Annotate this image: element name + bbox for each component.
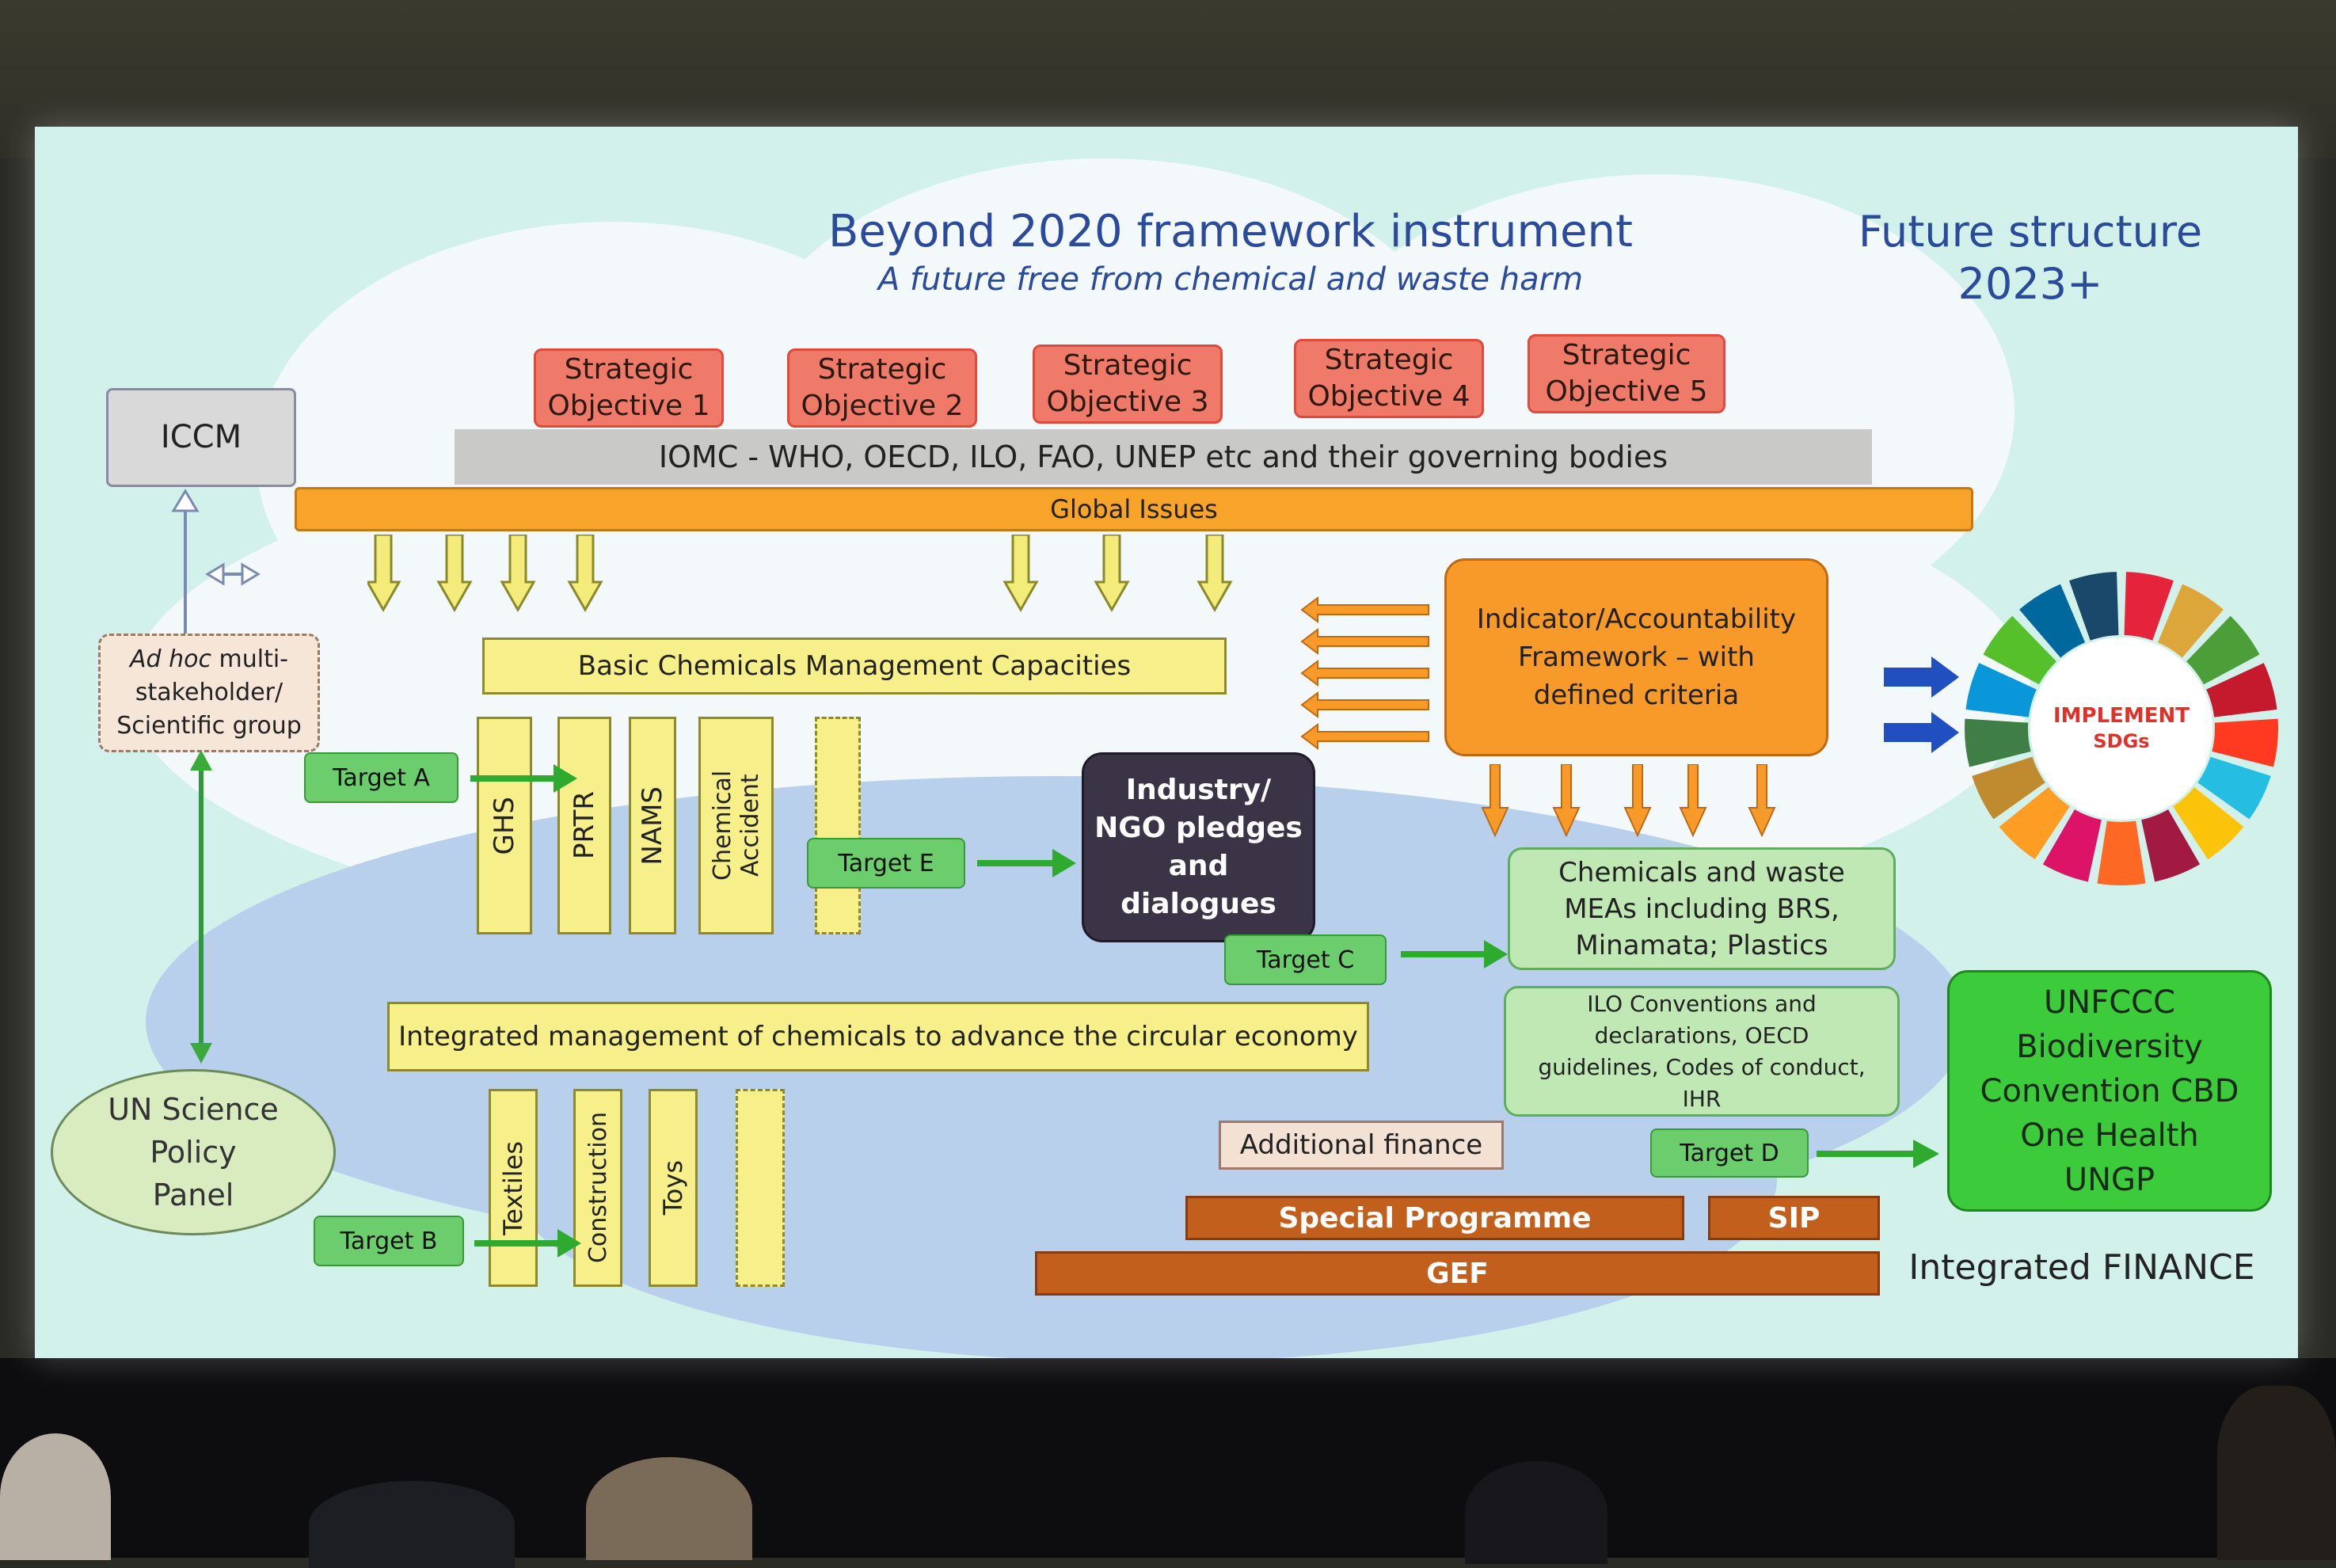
target-e: Target E xyxy=(807,838,965,889)
sdg-wheel-segment xyxy=(2157,584,2224,658)
target-c: Target C xyxy=(1224,934,1387,985)
target-c-arrow xyxy=(1401,940,1508,969)
pillar-placeholder xyxy=(736,1089,785,1287)
target-b-arrow xyxy=(474,1229,581,1258)
audience-head xyxy=(2217,1386,2336,1560)
sdg-wheel-segment xyxy=(1965,718,2031,767)
target-b: Target B xyxy=(314,1216,464,1266)
target-e-arrow xyxy=(977,849,1076,877)
pillar-construction: Construction xyxy=(573,1089,622,1287)
sdg-wheel-segment xyxy=(2212,718,2278,767)
audience-head xyxy=(586,1457,752,1560)
pillar-nams: NAMS xyxy=(629,717,676,934)
gef-bar: GEF xyxy=(1035,1251,1880,1296)
pillar-textiles: Textiles xyxy=(489,1089,538,1287)
slide-title: Beyond 2020 framework instrument xyxy=(828,206,1633,257)
additional-finance-box: Additional finance xyxy=(1219,1121,1504,1170)
slide-subtitle: A future free from chemical and waste ha… xyxy=(877,261,1584,298)
sip-bar: SIP xyxy=(1708,1196,1880,1240)
sdg-wheel-segment xyxy=(2206,663,2277,717)
adhoc-group-box: Ad hoc multi-stakeholder/Scientific grou… xyxy=(98,634,320,752)
iccm-box: ICCM xyxy=(106,388,296,487)
pillar-placeholder xyxy=(815,717,861,934)
target-a-arrow xyxy=(470,764,577,793)
sdg-wheel-segment xyxy=(2197,756,2271,820)
basic-capacities-bar: Basic Chemicals Management Capacities xyxy=(482,637,1227,695)
sdg-wheel-segment xyxy=(2141,809,2201,882)
sdg-wheel-segment xyxy=(1965,663,2037,717)
sdg-blue-arrows xyxy=(1884,657,1959,753)
audience-head xyxy=(0,1433,111,1560)
sdg-wheel-segment xyxy=(2097,820,2146,885)
science-link-arrow xyxy=(190,750,212,1064)
sdg-wheel: IMPLEMENT SDGs xyxy=(1965,572,2278,885)
integrated-management-bar: Integrated management of chemicals to ad… xyxy=(387,1002,1369,1071)
indicator-down-arrows xyxy=(1481,764,1776,838)
iomc-bar: IOMC - WHO, OECD, ILO, FAO, UNEP etc and… xyxy=(455,429,1872,485)
sdg-wheel-segment xyxy=(1983,615,2056,685)
indicator-feedback-arrows xyxy=(1300,596,1429,750)
integrated-finance-label: Integrated FINANCE xyxy=(1908,1247,2255,1288)
pillar-prtr: PRTR xyxy=(557,717,611,934)
target-a: Target A xyxy=(304,752,458,803)
sdg-wheel-segment xyxy=(1999,786,2070,860)
sdg-wheel-segment xyxy=(2186,615,2260,685)
audience-head xyxy=(309,1481,515,1568)
sdg-sdgs-label: SDGs xyxy=(2093,730,2149,752)
sdg-wheel-segment xyxy=(2019,584,2086,658)
sdg-wheel-segment xyxy=(2042,809,2102,882)
special-programme-bar: Special Programme xyxy=(1185,1196,1684,1240)
sdg-wheel-segment xyxy=(2173,786,2244,860)
global-issues-arrows xyxy=(367,535,1233,613)
sdg-wheel-segment xyxy=(2124,572,2174,641)
audience-head xyxy=(1465,1461,1607,1564)
global-issues-bar: Global Issues xyxy=(295,487,1973,531)
sdg-wheel-segment xyxy=(1972,756,2045,820)
pillar-ghs: GHS xyxy=(477,717,532,934)
sdg-wheel-segment xyxy=(2069,572,2119,641)
target-d: Target D xyxy=(1650,1128,1809,1178)
projected-slide: Beyond 2020 framework instrument A futur… xyxy=(35,127,2298,1358)
pillar-chemical-accident: Chemical Accident xyxy=(698,717,774,934)
sdg-implement-label: IMPLEMENT xyxy=(2053,704,2190,728)
target-d-arrow xyxy=(1817,1140,1939,1168)
pillar-toys: Toys xyxy=(649,1089,698,1287)
